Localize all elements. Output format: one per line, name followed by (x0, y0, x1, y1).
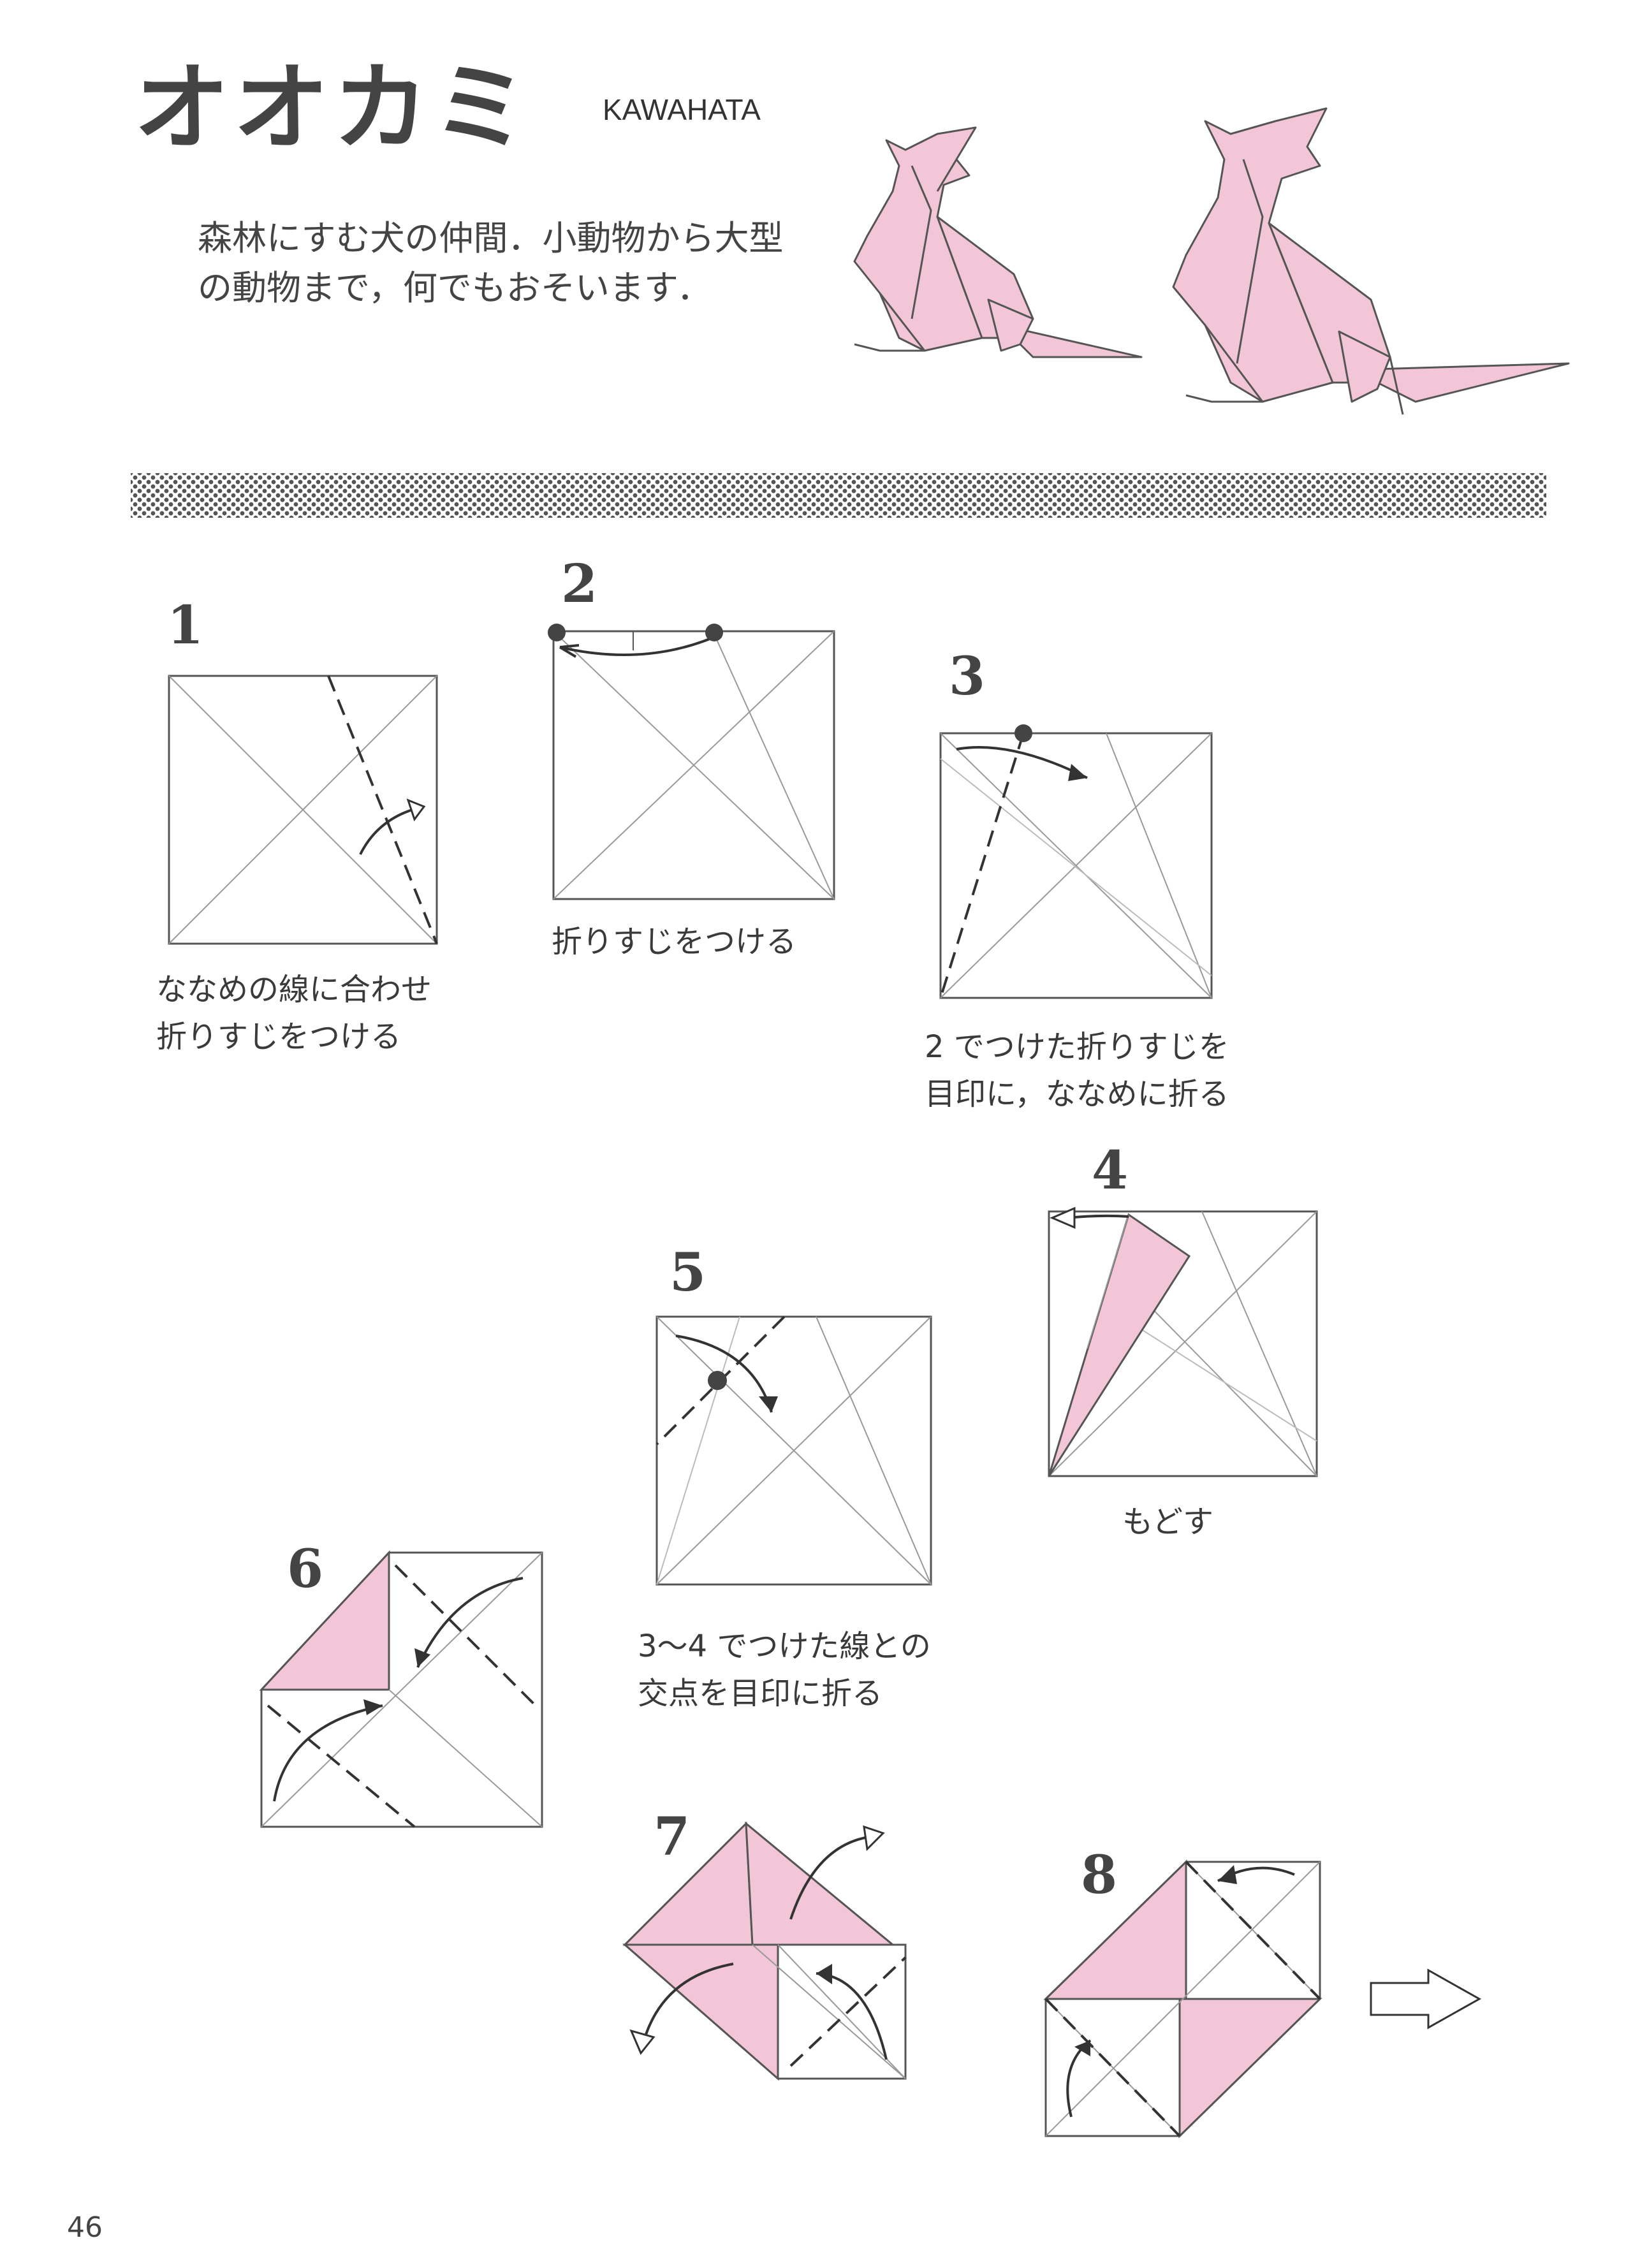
wolf-small-illustration (853, 126, 1143, 358)
wolf-large-illustration (1172, 107, 1570, 415)
step-7-diagram (622, 1821, 907, 2081)
page-title: オオカミ (134, 53, 532, 164)
step-7-number: 7 (654, 1806, 691, 1868)
step-6-number: 6 (287, 1539, 324, 1600)
step-5-diagram (656, 1315, 932, 1586)
step-3-diagram (939, 724, 1213, 999)
wolf-illustrations (853, 107, 1570, 415)
step-2-number: 2 (561, 553, 598, 615)
valley-fold-line (267, 1704, 416, 1828)
reference-point-dot (1014, 724, 1032, 742)
fold-arrow (559, 636, 714, 656)
step-4-diagram (1048, 1206, 1318, 1477)
step-1-caption: ななめの線に合わせ 折りすじをつける (156, 972, 432, 1055)
valley-fold-line (939, 733, 1025, 999)
valley-fold-line (1185, 1861, 1321, 2000)
step-3-number: 3 (949, 646, 986, 707)
step-4-caption: もどす (1122, 1504, 1214, 1540)
folded-flap (745, 1821, 896, 1946)
reference-point-dot (705, 624, 723, 641)
fold-arrow (273, 1704, 383, 1802)
description-text: 森林にすむ犬の仲間．小動物から大型 の動物まで，何でもおそいます． (198, 218, 784, 308)
valley-fold-line (1044, 1998, 1181, 2137)
step-1-number: 1 (167, 595, 204, 656)
valley-fold-line (789, 1956, 907, 2067)
step-5-number: 5 (670, 1242, 707, 1303)
turn-over-arrow-icon (1370, 1968, 1482, 2030)
step-2-caption: 折りすじをつける (552, 924, 797, 960)
valley-fold-line (327, 675, 438, 944)
reference-point-dot (708, 1371, 727, 1390)
unfold-arrow (789, 1835, 874, 1920)
folded-flap (622, 1943, 779, 2081)
step-8-diagram (1043, 1859, 1482, 2139)
author-name: KAWAHATA (603, 93, 761, 126)
step-8-number: 8 (1081, 1845, 1118, 1906)
step-2-diagram (548, 624, 835, 900)
folded-corner (259, 1550, 390, 1691)
step-3-caption: 2 でつけた折りすじを 目印に，ななめに折る (925, 1029, 1229, 1112)
reference-point-dot (548, 624, 566, 641)
fold-arrow (416, 1577, 524, 1668)
step-1-diagram (168, 675, 438, 945)
folded-flap (622, 1821, 754, 1946)
unfold-arrow (643, 1963, 734, 2041)
step-4-number: 4 (1092, 1140, 1129, 1201)
step-6-diagram (259, 1550, 543, 1828)
fold-arrow (956, 746, 1088, 779)
valley-fold-line (394, 1564, 537, 1707)
decorative-dotted-band (131, 473, 1546, 518)
step-5-caption: 3～4 でつけた線との 交点を目印に折る (638, 1628, 931, 1711)
page-number: 46 (67, 2211, 103, 2244)
folded-flap (1178, 1998, 1322, 2139)
folded-flap (1043, 1859, 1187, 2000)
